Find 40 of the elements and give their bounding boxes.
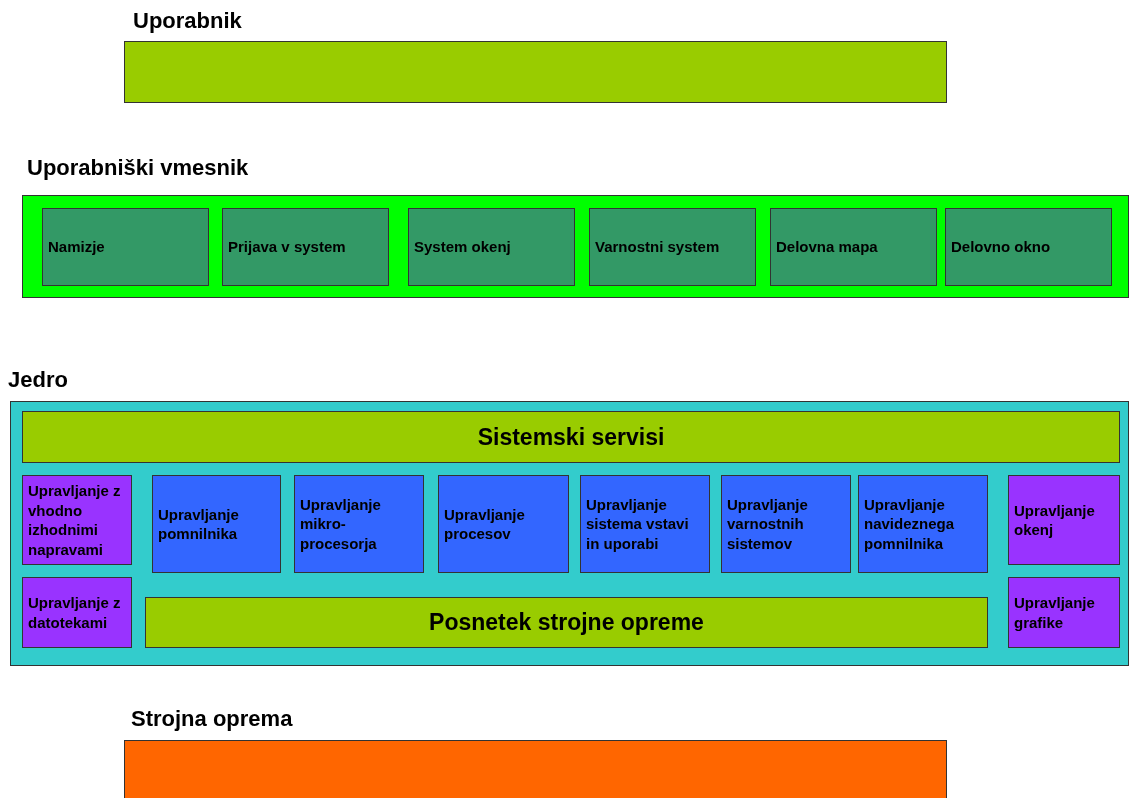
module-label: Upravljanje mikro-procesorja (300, 494, 382, 554)
module-box (1008, 475, 1120, 565)
module-box (945, 208, 1112, 286)
layer-title: Jedro (8, 367, 68, 393)
module-label: Upravljanje pomnilnika (158, 504, 240, 544)
module-box (721, 475, 851, 573)
module-box (580, 475, 710, 573)
module-box (22, 577, 132, 648)
module-box (22, 475, 132, 565)
module-box (152, 475, 281, 573)
layer-label: Sistemski servisi (477, 423, 665, 451)
module-box (858, 475, 988, 573)
layer-title: Uporabnik (133, 8, 242, 34)
module-box (294, 475, 424, 573)
module-label: Upravljanje grafike (1014, 593, 1096, 632)
module-box (1008, 577, 1120, 648)
module-box (42, 208, 209, 286)
module-label: Upravljanje z vhodno izhodnimi napravami (28, 481, 122, 559)
module-box (770, 208, 937, 286)
module-label: Varnostni system (595, 237, 720, 257)
module-label: Delovno okno (951, 237, 1051, 257)
module-box (222, 208, 389, 286)
module-label: Upravljanje okenj (1014, 500, 1096, 540)
module-label: Delovna mapa (776, 237, 878, 257)
module-label: System okenj (414, 237, 511, 257)
layer-bar (145, 597, 988, 648)
module-box (589, 208, 756, 286)
module-label: Namizje (48, 237, 105, 257)
layer-bar (22, 411, 1120, 463)
module-label: Upravljanje navideznega pomnilnika (864, 494, 956, 554)
layer-title: Strojna oprema (131, 706, 293, 732)
module-label: Prijava v system (228, 237, 346, 257)
module-label: Upravljanje z datotekami (28, 593, 122, 632)
module-box (438, 475, 569, 573)
layer-label: Posnetek strojne opreme (429, 609, 704, 636)
module-label: Upravljanje sistema vstavi in uporabi (586, 494, 690, 554)
layer-title: Uporabniški vmesnik (27, 155, 249, 181)
module-label: Upravljanje procesov (444, 504, 526, 544)
module-label: Upravljanje varnostnih sistemov (727, 494, 809, 554)
module-box (408, 208, 575, 286)
